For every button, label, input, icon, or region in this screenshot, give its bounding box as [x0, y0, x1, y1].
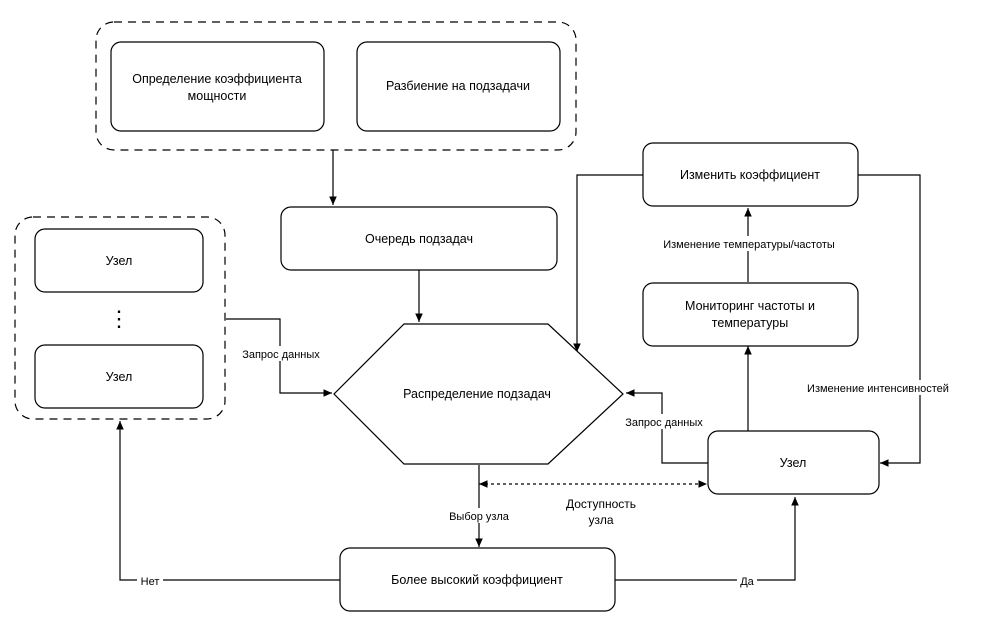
edge-yes — [615, 497, 799, 581]
edge-changecoef-to-node — [858, 174, 921, 467]
queue-box — [280, 206, 558, 271]
node-right-label: Узел — [780, 456, 807, 470]
distribute-label: Распределение подзадач — [403, 387, 551, 401]
edge-changecoef-to-distribute — [573, 174, 643, 352]
monitoring-label-line2: температуры — [712, 316, 788, 330]
queue-label: Очередь подзадач — [365, 232, 473, 246]
node-availability-label-line1: Доступность — [566, 497, 636, 511]
data-request-left-label: Запрос данных — [242, 349, 320, 361]
no-label: Нет — [141, 576, 160, 588]
node-bottom-label: Узел — [106, 370, 133, 384]
node-bottom-box — [34, 344, 204, 409]
split-box — [356, 41, 561, 132]
monitoring-label-line1: Мониторинг частоты и — [685, 299, 815, 313]
power-coef-box — [110, 41, 325, 132]
temp-freq-change-label: Изменение температуры/частоты — [663, 239, 835, 251]
power-coef-label-line1: Определение коэффициента — [132, 72, 302, 86]
node-choice-label: Выбор узла — [449, 511, 510, 523]
higher-coef-label: Более высокий коэффициент — [391, 573, 563, 587]
power-coef-label-line2: мощности — [188, 89, 247, 103]
node-top-label: Узел — [106, 254, 133, 268]
node-right-box — [707, 430, 880, 495]
monitoring-box — [642, 282, 859, 347]
higher-coef-box — [339, 547, 616, 612]
edge-no — [116, 421, 340, 581]
intensity-change-label: Изменение интенсивностей — [807, 383, 949, 395]
change-coef-label: Изменить коэффициент — [680, 168, 820, 182]
distribute-hexagon — [333, 323, 624, 465]
split-label: Разбиение на подзадачи — [386, 79, 530, 93]
preparation-group — [95, 21, 577, 151]
nodes-group — [14, 216, 226, 420]
yes-label: Да — [740, 576, 754, 588]
node-availability-label-line2: узла — [588, 513, 613, 527]
node-top-box — [34, 228, 204, 293]
ellipsis-vertical: ⋮ — [108, 306, 130, 331]
data-request-right-label: Запрос данных — [625, 417, 703, 429]
change-coef-box — [642, 142, 859, 207]
